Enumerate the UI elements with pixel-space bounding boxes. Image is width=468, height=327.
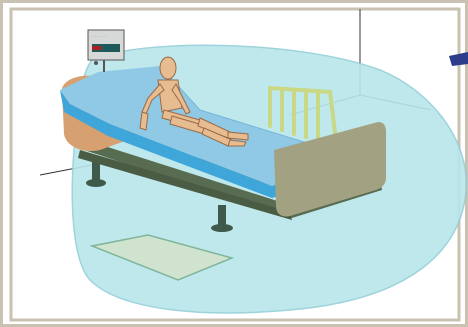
device-label: · · · · · · · · · (91, 34, 107, 38)
